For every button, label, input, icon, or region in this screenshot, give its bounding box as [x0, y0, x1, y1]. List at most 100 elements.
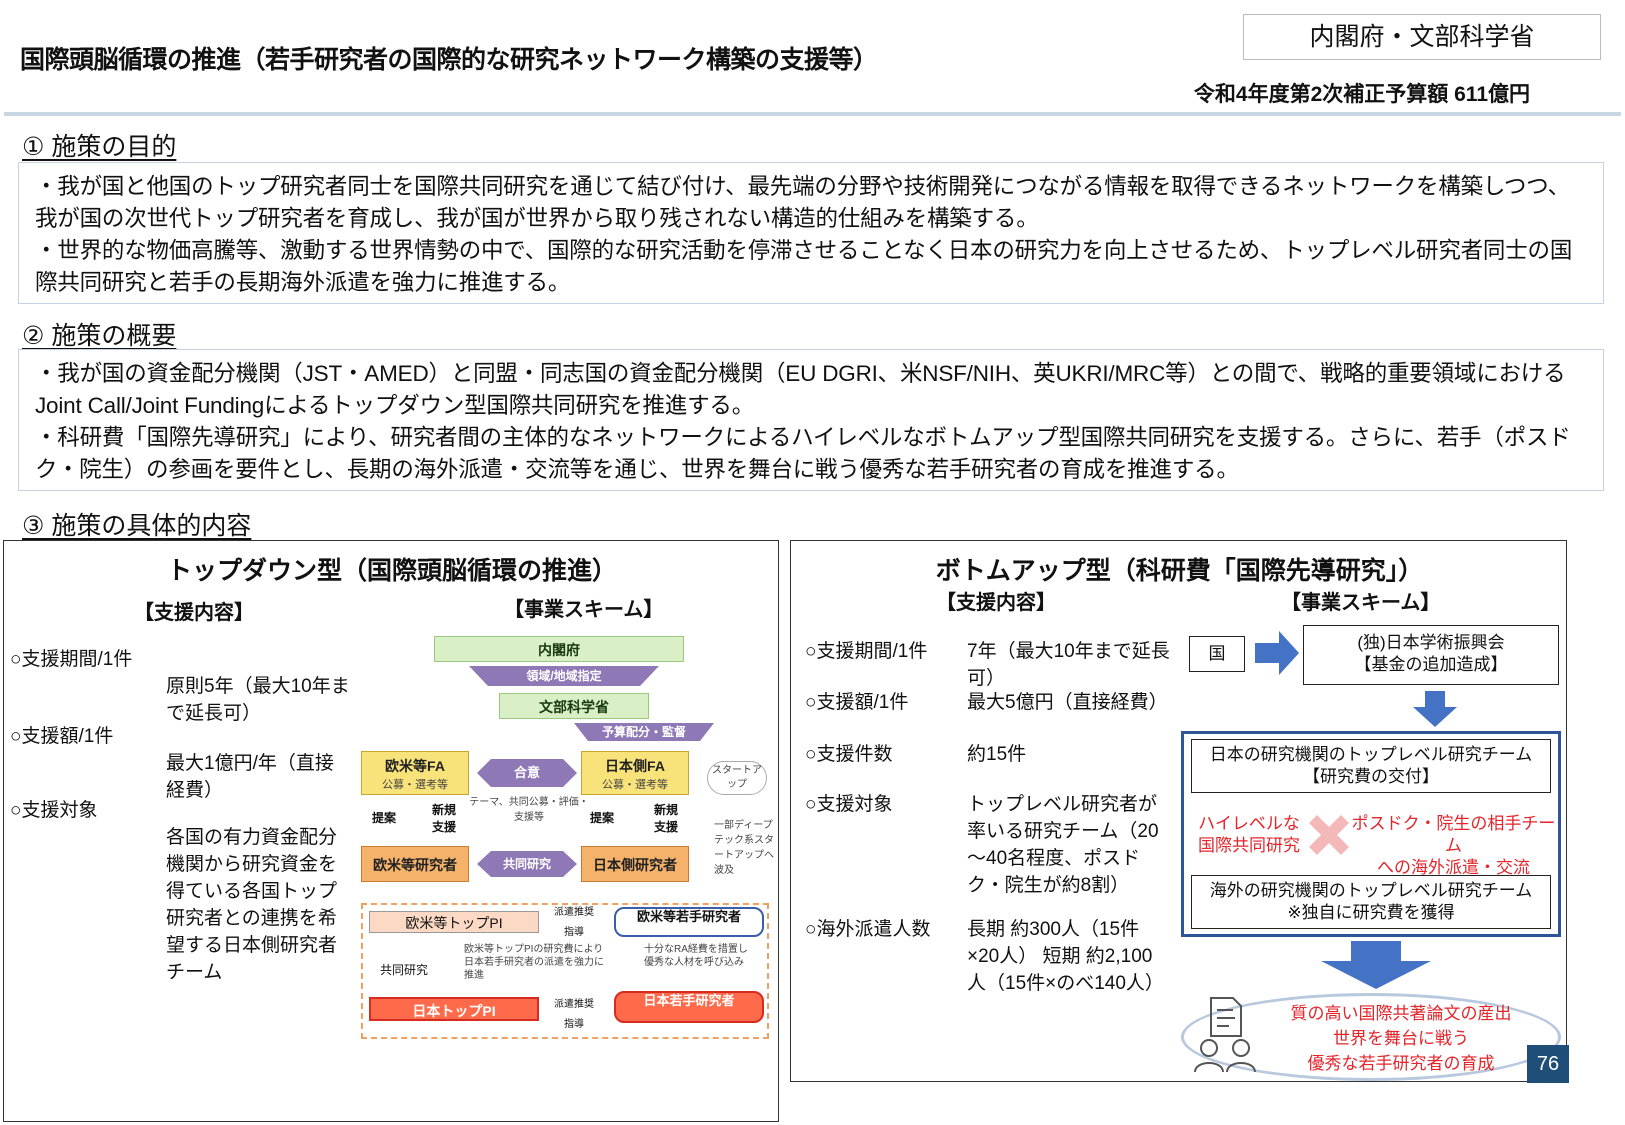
left-item-target-label: ○支援対象: [10, 800, 98, 821]
left-item-target-value: 各国の有力資金配分機関から研究資金を得ている各国トップ研究者との連携を希望する日…: [166, 827, 338, 983]
scheme-japan-team: 日本の研究機関のトップレベル研究チーム 【研究費の交付】: [1191, 739, 1551, 793]
scheme-joint-research2: 共同研究: [379, 963, 428, 977]
scheme-outcome-ellipse: [1181, 993, 1561, 1081]
section1-box: ・我が国と他国のトップ研究者同士を国際共同研究を通じて結び付け、最先端の分野や技…: [18, 162, 1604, 304]
scheme-country: 国: [1189, 636, 1245, 672]
left-item-period: ○支援期間/1件 原則5年（最大10年まで延長可）: [10, 646, 350, 727]
right-item-amount-label: ○支援額/1件: [805, 692, 909, 713]
scheme-outcome-line1: 質の高い国際共著論文の産出: [1290, 1004, 1512, 1023]
scheme-japan-team-label: 日本の研究機関のトップレベル研究チーム: [1209, 745, 1533, 764]
scheme-ra-note2: 十分なRA経費を措置し優秀な人材を呼び込み: [644, 944, 748, 968]
scheme-agree-note: テーマ、共同公募・評価・支援等: [469, 797, 589, 823]
right-item-count-value: 約15件: [967, 744, 1027, 765]
scheme-high-level-label: ハイレベルな: [1198, 814, 1300, 833]
scheme-overseas-team-label: 海外の研究機関のトップレベル研究チーム: [1209, 881, 1533, 900]
section1-line1: ・我が国と他国のトップ研究者同士を国際共同研究を通じて結び付け、最先端の分野や技…: [35, 174, 1570, 231]
scheme-fa-west-sub: 公募・選考等: [382, 779, 448, 791]
right-item-dispatch-label: ○海外派遣人数: [805, 919, 931, 940]
scheme-jsps-label: (独)日本学術振興会: [1357, 633, 1505, 652]
scheme-guidance: 指導: [564, 927, 584, 938]
section3-heading: ③ 施策の具体的内容: [22, 512, 252, 540]
scheme-fa-japan-sub: 公募・選考等: [602, 779, 668, 791]
section2-line1: ・我が国の資金配分機関（JST・AMED）と同盟・同志国の資金配分機関（EU D…: [35, 361, 1566, 418]
scheme-outcome: 質の高い国際共著論文の産出 世界を舞台に戦う 優秀な若手研究者の育成: [1251, 1001, 1551, 1076]
right-item-dispatch: ○海外派遣人数 長期 約300人（15件×20人） 短期 約2,100人（15件…: [805, 916, 1175, 997]
scheme-postdoc: ポスドク・院生の相手チーム への海外派遣・交流: [1346, 813, 1561, 879]
left-item-period-value: 原則5年（最大10年まで延長可）: [166, 676, 350, 724]
right-support-heading: 【支援内容】: [936, 592, 1056, 614]
right-item-period: ○支援期間/1件 7年（最大10年まで延長可）: [805, 638, 1175, 692]
right-item-period-value: 7年（最大10年まで延長可）: [967, 641, 1170, 689]
right-item-target-value: トップレベル研究者が率いる研究チーム（20～40名程度、ポスドク・院生が約8割）: [967, 794, 1159, 896]
scheme-fa-japan: 日本側FA 公募・選考等: [581, 751, 689, 795]
section2-box: ・我が国の資金配分機関（JST・AMED）と同盟・同志国の資金配分機関（EU D…: [18, 349, 1604, 491]
scheme-outcome-line3: 優秀な若手研究者の育成: [1307, 1054, 1495, 1073]
section1-heading: ① 施策の目的: [22, 133, 177, 161]
scheme-propose-left: 提案: [371, 811, 396, 825]
left-panel: トップダウン型（国際頭脳循環の推進） 【支援内容】 【事業スキーム】 ○支援期間…: [3, 540, 779, 1122]
scheme-guidance2: 指導: [564, 1019, 584, 1030]
left-item-target: ○支援対象 各国の有力資金配分機関から研究資金を得ている各国トップ研究者との連携…: [10, 797, 355, 986]
arrow-down-large-icon: [1321, 941, 1431, 989]
section1-line2: ・世界的な物価高騰等、激動する世界情勢の中で、国際的な研究活動を停滞させることな…: [35, 238, 1573, 295]
scheme-new-support-left: 新規支援: [431, 803, 456, 834]
scheme-new-support-right: 新規支援: [653, 803, 678, 834]
right-item-amount-value: 最大5億円（直接経費）: [967, 692, 1168, 713]
scheme-mext: 文部科学省: [499, 693, 649, 719]
right-item-target: ○支援対象 トップレベル研究者が率いる研究チーム（20～40名程度、ポスドク・院…: [805, 791, 1175, 899]
people-icon: [1194, 1039, 1256, 1073]
page-number: 76: [1527, 1045, 1569, 1083]
left-scheme-heading: 【事業スキーム】: [504, 599, 664, 621]
right-item-count-label: ○支援件数: [805, 744, 893, 765]
scheme-dispatch-recommend: 派遣推奨: [554, 907, 594, 918]
left-item-amount: ○支援額/1件 最大1億円/年（直接経費）: [10, 723, 350, 804]
scheme-startup-note: 一部ディープテック系スタートアップへ波及: [714, 820, 774, 876]
left-item-period-label: ○支援期間/1件: [10, 649, 133, 670]
cross-icon: [1309, 815, 1349, 855]
scheme-jsps-sub: 【基金の追加造成】: [1354, 655, 1508, 674]
left-item-amount-label: ○支援額/1件: [10, 726, 114, 747]
document-icon: [1210, 997, 1242, 1037]
arrow-down-icon: [1413, 691, 1457, 727]
left-support-heading: 【支援内容】: [134, 602, 254, 624]
left-panel-title: トップダウン型（国際頭脳循環の推進）: [166, 557, 617, 585]
right-item-period-label: ○支援期間/1件: [805, 641, 928, 662]
section2-heading: ② 施策の概要: [22, 322, 177, 350]
scheme-budget-alloc: 予算配分・監督: [574, 723, 714, 741]
section2-line2: ・科研費「国際先導研究」により、研究者間の主体的なネットワークによるハイレベルな…: [35, 425, 1571, 482]
scheme-joint-research: 共同研究: [477, 851, 577, 877]
left-scheme-diagram: 内閣府 領域/地域指定 文部科学省 予算配分・監督 欧米等FA 公募・選考等 合…: [359, 631, 774, 1041]
scheme-field-designation: 領域/地域指定: [469, 666, 659, 686]
left-item-amount-value: 最大1億円/年（直接経費）: [166, 753, 334, 801]
scheme-postdoc-label: ポスドク・院生の相手チーム: [1351, 814, 1556, 855]
page-title: 国際頭脳循環の推進（若手研究者の国際的な研究ネットワーク構築の支援等）: [20, 46, 878, 74]
right-item-count: ○支援件数 約15件: [805, 741, 1175, 768]
scheme-japan-team-sub: 【研究費の交付】: [1303, 767, 1439, 786]
header-divider: [4, 112, 1621, 116]
scheme-west-young: 欧米等若手研究者: [614, 907, 764, 937]
scheme-fa-japan-label: 日本側FA: [605, 758, 665, 774]
scheme-researcher-west: 欧米等研究者: [361, 846, 469, 882]
scheme-jsps: (独)日本学術振興会 【基金の追加造成】: [1303, 625, 1559, 685]
scheme-fa-west: 欧米等FA 公募・選考等: [361, 751, 469, 795]
scheme-dispatch-recommend2: 派遣推奨: [554, 999, 594, 1010]
scheme-overseas-sub: ※独自に研究費を獲得: [1287, 903, 1455, 922]
right-panel: ボトムアップ型（科研費「国際先導研究」） 【支援内容】 【事業スキーム】 ○支援…: [790, 540, 1567, 1082]
scheme-dispatch-area: [361, 903, 769, 1039]
scheme-startup: スタートアップ: [707, 761, 767, 795]
scheme-dispatch-label: への海外派遣・交流: [1377, 858, 1530, 877]
scheme-japan-top-pi: 日本トップPI: [369, 997, 539, 1021]
scheme-fa-west-label: 欧米等FA: [385, 758, 445, 774]
scheme-propose-right: 提案: [589, 811, 614, 825]
scheme-high-level: ハイレベルな 国際共同研究: [1189, 813, 1309, 857]
scheme-cabinet: 内閣府: [434, 636, 684, 662]
budget-label: 令和4年度第2次補正予算額 611億円: [1193, 83, 1530, 106]
right-scheme-heading: 【事業スキーム】: [1281, 592, 1441, 614]
ministry-label: 内閣府・文部科学省: [1243, 14, 1601, 60]
scheme-intl-joint-label: 国際共同研究: [1198, 836, 1300, 855]
right-item-amount: ○支援額/1件 最大5億円（直接経費）: [805, 689, 1175, 716]
scheme-researcher-japan: 日本側研究者: [581, 846, 689, 882]
right-item-dispatch-value: 長期 約300人（15件×20人） 短期 約2,100人（15件×のべ140人）: [967, 919, 1164, 994]
right-item-target-label: ○支援対象: [805, 794, 893, 815]
scheme-west-top-pi: 欧米等トップPI: [369, 911, 539, 933]
